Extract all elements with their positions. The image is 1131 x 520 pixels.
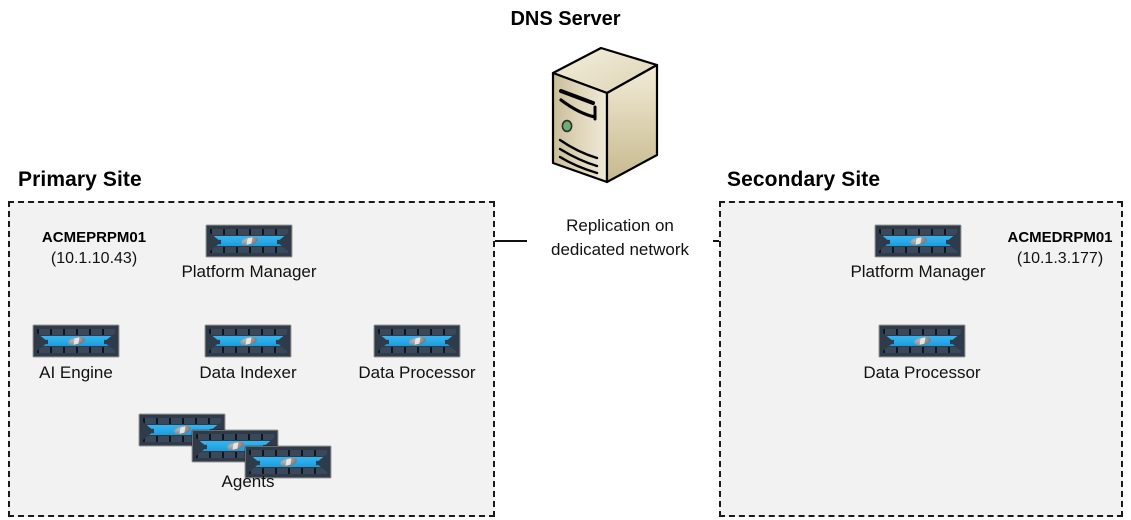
secondary-device-platform-manager[interactable]	[875, 225, 961, 257]
replication-label-line2: dedicated network	[551, 240, 689, 260]
replication-label-line1: Replication on	[566, 216, 674, 235]
primary-caption-agents: Agents	[221, 472, 275, 491]
replication-label: Replication on dedicated network	[527, 213, 713, 264]
network-device-icon	[374, 325, 460, 357]
primary-caption-ai-engine: AI Engine	[39, 363, 113, 382]
secondary-site-title: Secondary Site	[727, 168, 881, 191]
primary-caption-platform-manager: Platform Manager	[181, 262, 317, 281]
primary-site-title: Primary Site	[18, 168, 142, 191]
dns-server-title: DNS Server	[510, 8, 621, 30]
secondary-hostname: ACMEDRPM01	[1007, 229, 1113, 246]
server-tower-icon	[545, 45, 665, 185]
primary-device-platform-manager[interactable]	[206, 225, 292, 257]
secondary-hostname-label: ACMEDRPM01 (10.1.3.177)	[990, 228, 1130, 269]
network-device-icon	[205, 325, 291, 357]
primary-device-ai-engine[interactable]	[33, 325, 119, 357]
secondary-caption-platform-manager: Platform Manager	[850, 262, 986, 281]
secondary-caption-data-processor: Data Processor	[863, 363, 981, 382]
primary-hostname: ACMEPRPM01	[41, 229, 147, 246]
network-device-icon	[245, 446, 331, 478]
primary-ip-address: (10.1.10.43)	[50, 249, 138, 267]
primary-device-agents-front[interactable]	[245, 446, 331, 478]
network-device-icon	[206, 225, 292, 257]
network-device-icon	[33, 325, 119, 357]
network-device-icon	[879, 325, 965, 357]
secondary-device-data-processor[interactable]	[879, 325, 965, 357]
network-device-icon	[875, 225, 961, 257]
primary-caption-data-processor: Data Processor	[358, 363, 476, 382]
primary-device-data-processor[interactable]	[374, 325, 460, 357]
primary-hostname-label: ACMEPRPM01 (10.1.10.43)	[24, 228, 164, 269]
secondary-ip-address: (10.1.3.177)	[1016, 249, 1104, 267]
primary-device-data-indexer[interactable]	[205, 325, 291, 357]
primary-caption-data-indexer: Data Indexer	[199, 363, 297, 382]
